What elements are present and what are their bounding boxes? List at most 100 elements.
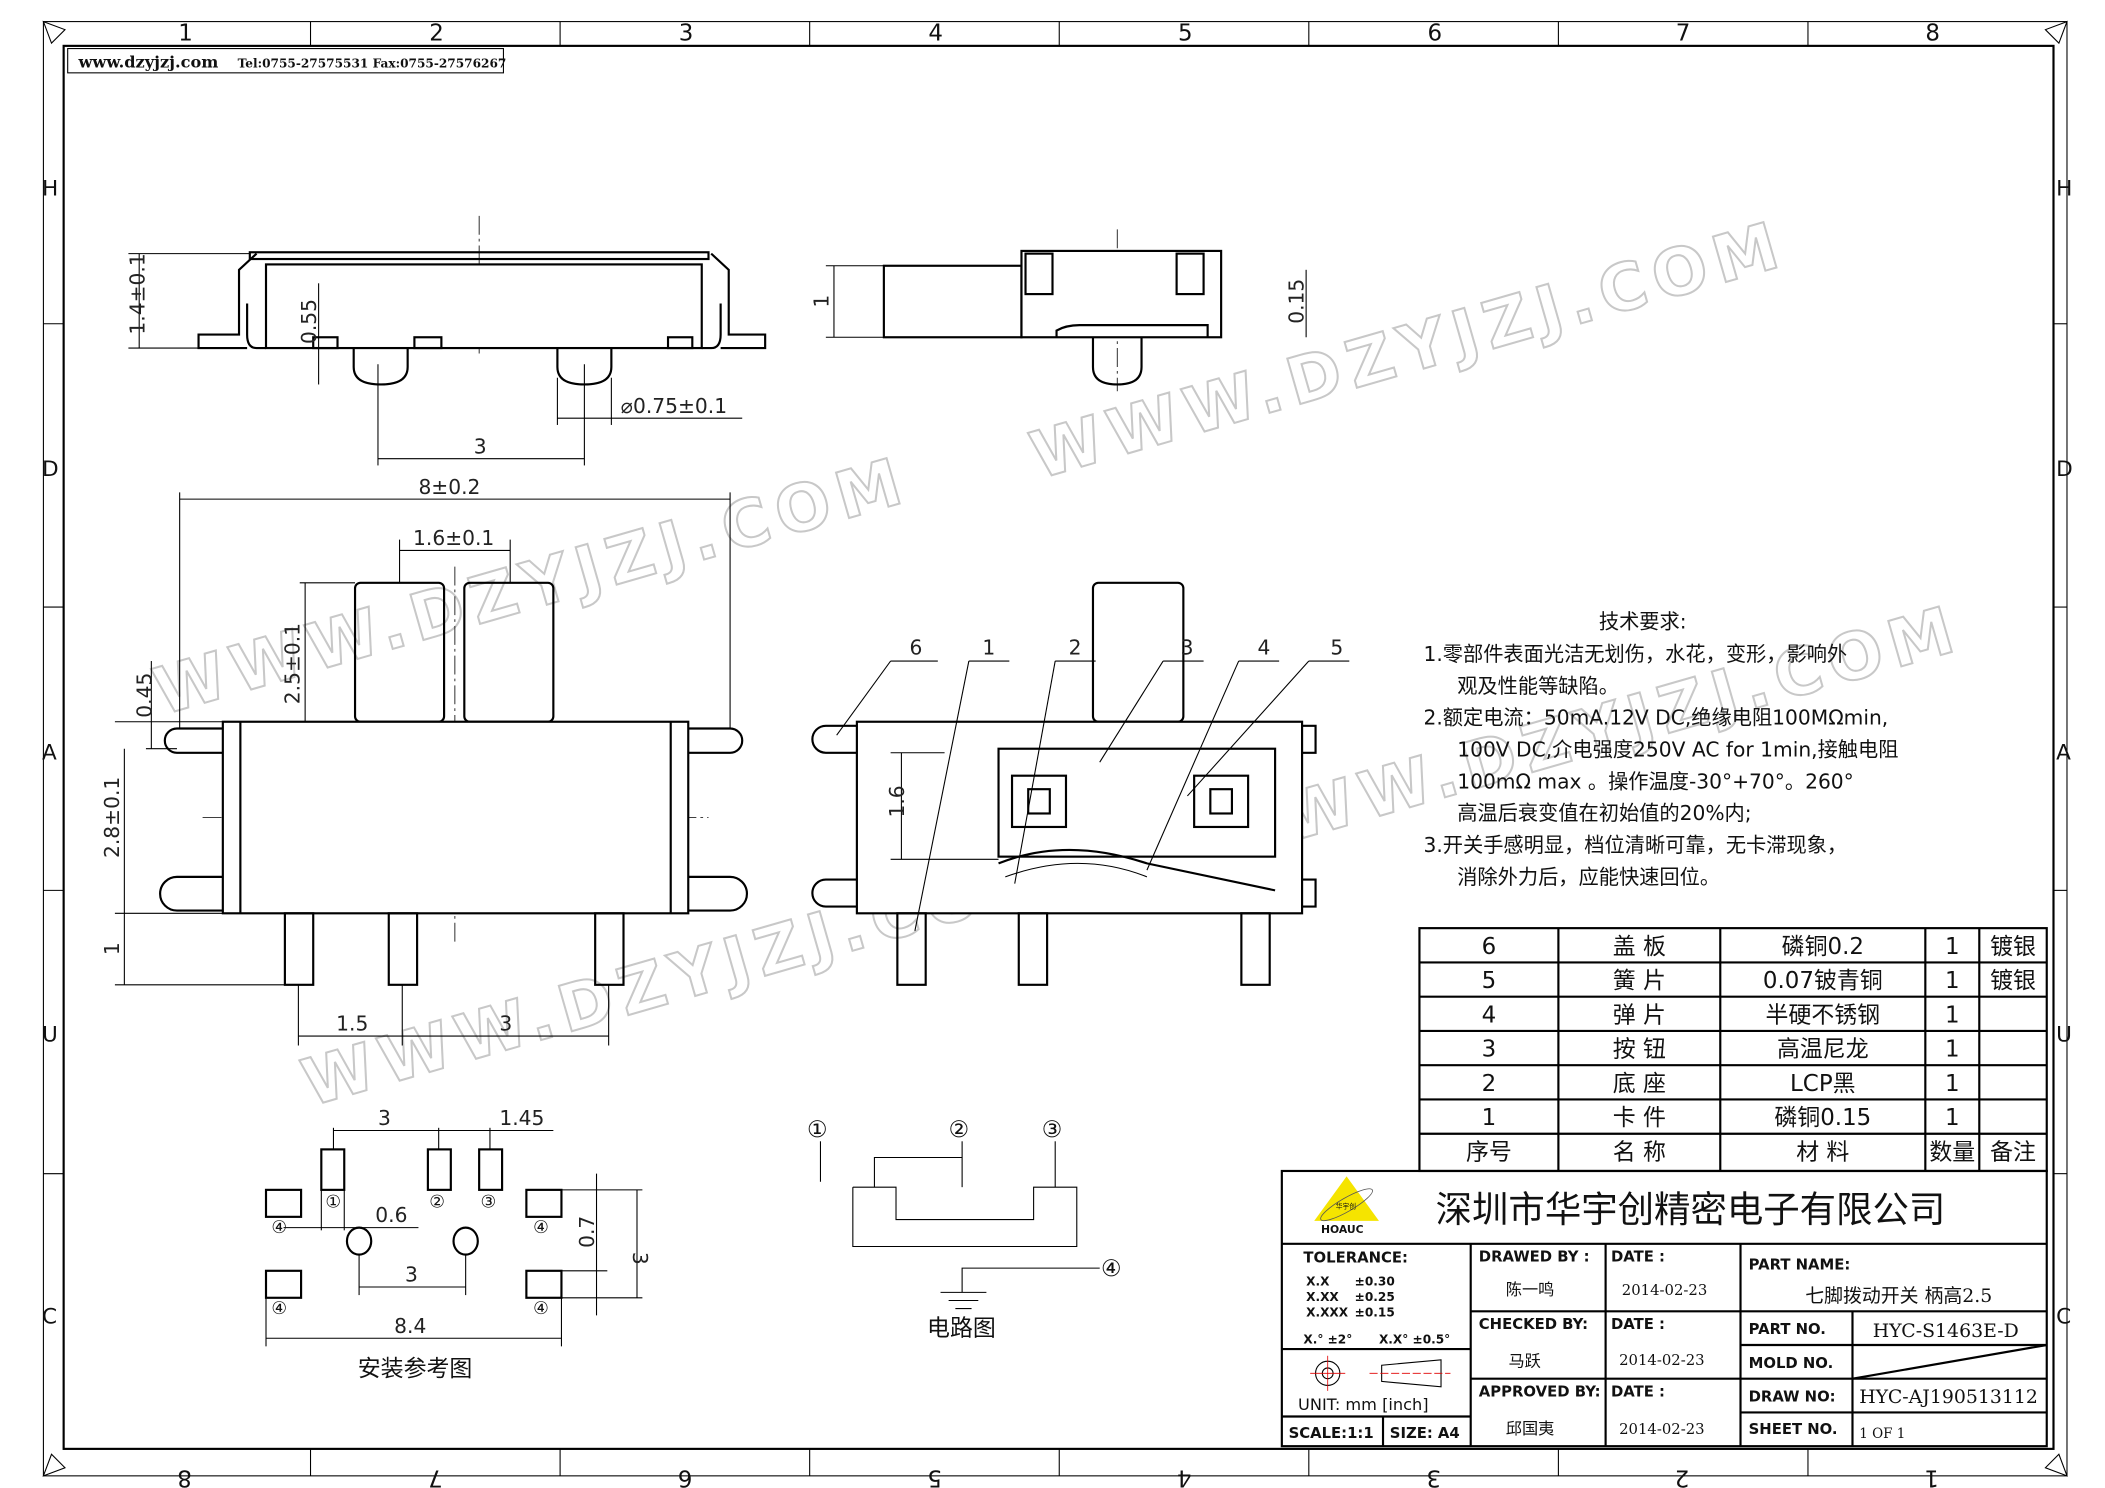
bom-cell-no: 1 <box>1482 1105 1497 1131</box>
column-label: 1 <box>1924 1464 1939 1488</box>
bom-cell-note: 备注 <box>1990 1139 2036 1165</box>
dim-side-a: 1 <box>810 295 834 308</box>
row-label: D <box>42 457 59 482</box>
website-text: www.dzyjzj.com <box>77 52 218 71</box>
draw-no: HYC-AJ190513112 <box>1859 1386 2038 1408</box>
tolerance-format: X.X <box>1306 1275 1330 1289</box>
dim-button-height: 2.5±0.1 <box>281 623 305 704</box>
tolerance-value: ±0.25 <box>1355 1290 1395 1304</box>
pad-label: ④ <box>533 1218 549 1238</box>
bom-cell-qty: 1 <box>1945 968 1960 994</box>
footprint-diagram: 3 1.45 0.6 3 0.7 3 8.4 ① ② ③ ④ ④ ④ ④ 安装参… <box>264 1106 652 1382</box>
part-callout: 4 <box>1258 635 1271 659</box>
column-label: 6 <box>678 1464 693 1488</box>
dim-pin-pitch: 3 <box>474 434 487 458</box>
bom-cell-name: 盖 板 <box>1613 934 1666 960</box>
tech-line: 3.开关手感明显，档位清晰可靠，无卡滞现象， <box>1423 833 1847 857</box>
tolerance-value: ±0.30 <box>1355 1275 1395 1289</box>
tolerance-label: TOLERANCE: <box>1303 1250 1408 1267</box>
bom-cell-no: 5 <box>1482 968 1497 994</box>
footprint-title: 安装参考图 <box>358 1356 473 1382</box>
dim-fp-c: 0.6 <box>375 1203 407 1227</box>
tech-line: 2.额定电流：50mA.12V DC,绝缘电阻100MΩmin, <box>1423 706 1888 730</box>
dim-fp-d: 3 <box>405 1263 418 1287</box>
dim-width: 8±0.2 <box>418 475 480 499</box>
date-drawed: 2014-02-23 <box>1622 1282 1708 1299</box>
column-label: 3 <box>1426 1464 1441 1488</box>
dim-fp-a: 3 <box>378 1106 391 1130</box>
part-callout: 2 <box>1069 635 1082 659</box>
approved-by-label: APPROVED BY: <box>1479 1383 1601 1400</box>
bom-cell-no: 4 <box>1482 1002 1497 1028</box>
part-no: HYC-S1463E-D <box>1873 1320 2019 1342</box>
orientation-mark-icon <box>42 1453 66 1477</box>
circuit-node-4: ④ <box>1101 1256 1122 1282</box>
scale-text: SCALE:1:1 <box>1289 1425 1374 1442</box>
side-view: 1 0.15 <box>810 229 1308 392</box>
circuit-node-1: ① <box>807 1117 828 1143</box>
date-label: DATE : <box>1611 1316 1665 1333</box>
size-text: SIZE: A4 <box>1390 1425 1460 1442</box>
row-label: D <box>2056 457 2073 482</box>
column-label: 3 <box>679 20 694 46</box>
approved-by: 邱国夷 <box>1506 1419 1555 1438</box>
part-callout: 6 <box>910 635 923 659</box>
bom-cell-name: 簧 片 <box>1613 968 1666 994</box>
circuit-diagram: ① ② ③ ④ 电路图 <box>807 1117 1122 1341</box>
tech-line: 消除外力后，应能快速回位。 <box>1457 865 1720 889</box>
dim-height: 1.4±0.1 <box>126 253 150 334</box>
bom-cell-material: 磷铜0.15 <box>1774 1105 1871 1131</box>
drawed-by: 陈一鸣 <box>1506 1280 1555 1299</box>
row-label: C <box>42 1304 57 1329</box>
tech-title: 技术要求: <box>1599 610 1687 634</box>
dim-button-width: 1.6±0.1 <box>413 526 494 550</box>
top-view: 1.4±0.1 0.55 3 ⌀0.75±0.1 <box>126 215 767 466</box>
dim-fp-e: 0.7 <box>575 1216 599 1248</box>
unit-text: UNIT: mm [inch] <box>1298 1395 1429 1414</box>
bom-cell-material: 材 料 <box>1796 1139 1849 1165</box>
pad-label: ① <box>325 1192 341 1212</box>
bom-cell-name: 弹 片 <box>1613 1002 1666 1028</box>
circuit-title: 电路图 <box>927 1316 996 1342</box>
column-label: 4 <box>1177 1464 1192 1488</box>
bom-cell-name: 名 称 <box>1613 1139 1666 1165</box>
dim-body-height: 2.8±0.1 <box>100 777 124 858</box>
bom-cell-qty: 1 <box>1945 1002 1960 1028</box>
tech-line: 1.零部件表面光洁无划伤，水花，变形，影响外 <box>1423 642 1847 666</box>
company-logo: 华宇创 HOAUC <box>1314 1176 1379 1236</box>
bom-cell-qty: 数量 <box>1929 1139 1975 1165</box>
bom-cell-qty: 1 <box>1945 1071 1960 1097</box>
bom-cell-material: 高温尼龙 <box>1777 1037 1869 1063</box>
column-label: 4 <box>928 20 943 46</box>
bom-cell-no: 序号 <box>1466 1139 1512 1165</box>
tech-line: 高温后衰变值在初始值的20%内; <box>1457 801 1751 825</box>
pad-label: ④ <box>533 1299 549 1319</box>
bom-cell-material: 磷铜0.2 <box>1782 934 1864 960</box>
bom-header: 序号 名 称 材 料 数量备注 <box>1466 1139 2036 1165</box>
column-label: 8 <box>177 1464 192 1488</box>
projection-symbol-icon <box>1310 1355 1451 1391</box>
part-callout: 5 <box>1330 635 1343 659</box>
header-box: www.dzyjzj.com Tel:0755-27575531 Fax:075… <box>67 48 506 74</box>
bom-cell-material: 0.07铍青铜 <box>1763 968 1883 994</box>
bom-cell-qty: 1 <box>1945 1105 1960 1131</box>
date-approved: 2014-02-23 <box>1619 1421 1705 1438</box>
circuit-node-3: ③ <box>1042 1117 1063 1143</box>
dim-045: 0.45 <box>132 673 156 718</box>
pad-label: ④ <box>271 1299 287 1319</box>
checked-by: 马跃 <box>1508 1352 1540 1371</box>
sheet-no-label: SHEET NO. <box>1749 1421 1838 1438</box>
column-label: 7 <box>428 1464 443 1488</box>
logo-text: HOAUC <box>1321 1223 1364 1236</box>
bom-cell-qty: 1 <box>1945 934 1960 960</box>
column-label: 7 <box>1676 20 1691 46</box>
tolerance-value: ±0.15 <box>1355 1306 1395 1320</box>
column-label: 5 <box>1178 20 1193 46</box>
logo-cn: 华宇创 <box>1336 1202 1356 1211</box>
